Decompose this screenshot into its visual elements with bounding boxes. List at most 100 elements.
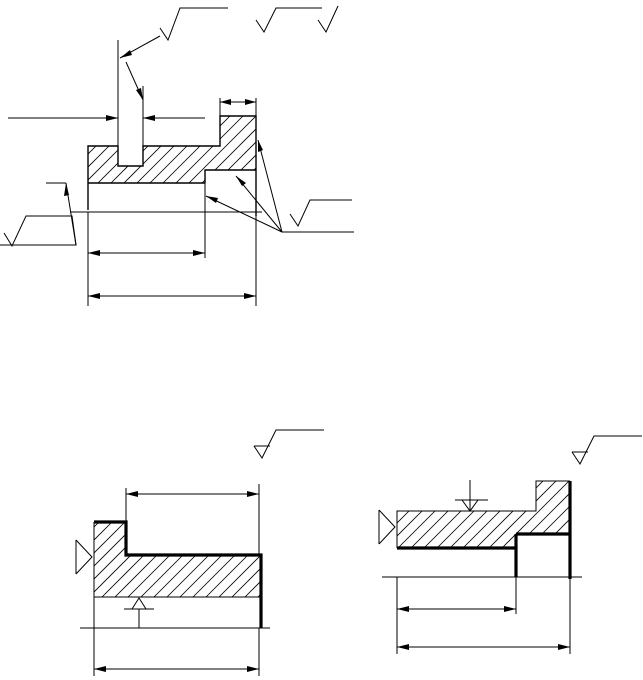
hatch-line xyxy=(88,116,120,183)
hatch-line xyxy=(124,522,208,597)
section-hatching-right xyxy=(397,476,643,552)
hatch-line xyxy=(273,110,353,190)
hatch-line xyxy=(90,116,172,183)
hatch-line xyxy=(137,522,221,597)
machined-bore-right xyxy=(397,546,518,577)
dimension-arrow xyxy=(245,99,256,105)
hatch-line xyxy=(497,481,570,548)
hatch-line xyxy=(142,116,224,183)
hatch-line xyxy=(233,116,256,183)
dimension-arrow xyxy=(88,293,100,299)
hatch-line xyxy=(215,522,261,597)
part-outline-top xyxy=(87,115,257,216)
dimension-arrow xyxy=(143,115,155,121)
hatch-line xyxy=(484,481,562,548)
hatch-line xyxy=(397,481,419,548)
hatch-line xyxy=(268,518,350,600)
dimension-arrow xyxy=(397,606,409,612)
hatch-line xyxy=(320,518,402,600)
surface-roughness-symbol xyxy=(255,7,322,33)
surface-roughness-symbol xyxy=(119,7,228,101)
dimension-arrow xyxy=(88,250,100,256)
hatch-line xyxy=(419,481,497,548)
hatch-line xyxy=(615,476,643,552)
locating-support-symbol xyxy=(75,539,93,575)
hatch-line xyxy=(176,522,260,597)
bore-step-top xyxy=(204,169,256,183)
hatch-line xyxy=(397,481,458,548)
hatch-line xyxy=(397,481,406,548)
locating-support-symbol xyxy=(378,509,396,545)
dimension-arrow xyxy=(106,115,118,121)
surface-roughness-symbol xyxy=(317,5,339,34)
clamping-force-symbol xyxy=(455,480,488,512)
hatch-line xyxy=(406,481,484,548)
hatch-line xyxy=(397,481,471,548)
hatch-line xyxy=(241,522,261,597)
hatch-line xyxy=(98,522,182,597)
setup-right xyxy=(378,435,643,654)
section-hatching-top xyxy=(0,110,418,190)
dimension-arrow xyxy=(126,491,138,497)
surface-roughness-symbol xyxy=(0,182,77,248)
hatch-line xyxy=(628,476,643,552)
hatch-line xyxy=(523,481,570,548)
hatch-line xyxy=(88,116,94,183)
dimension-arrow xyxy=(247,491,259,497)
hatch-line xyxy=(103,116,185,183)
hatch-line xyxy=(576,476,643,552)
hatch-line xyxy=(471,481,549,548)
hatch-line xyxy=(312,110,392,190)
hatch-line xyxy=(254,522,261,597)
dimension-arrow xyxy=(193,250,205,256)
hatch-line xyxy=(307,518,389,600)
hatch-line xyxy=(168,116,250,183)
hatch-line xyxy=(338,110,418,190)
machined-surface-symbol xyxy=(253,429,324,459)
hatch-line xyxy=(286,110,366,190)
hatch-line xyxy=(88,116,146,183)
machined-surfaces-left xyxy=(94,520,263,628)
hatch-line xyxy=(111,522,195,597)
dimension-arrow xyxy=(244,293,256,299)
setup-left xyxy=(8,429,402,676)
hatch-line xyxy=(445,481,523,548)
hatch-line xyxy=(432,481,510,548)
hatch-line xyxy=(88,116,133,183)
hatch-line xyxy=(202,522,261,597)
hatch-line xyxy=(510,481,570,548)
clamping-force-symbol xyxy=(124,597,154,628)
hatch-line xyxy=(299,110,379,190)
part-stepped-bushing xyxy=(0,5,418,306)
hatch-line xyxy=(116,116,198,183)
hatch-line xyxy=(536,481,570,548)
hatch-line xyxy=(150,522,234,597)
dimension-arrow xyxy=(220,99,231,105)
hatch-line xyxy=(589,476,643,552)
hatch-line xyxy=(155,116,237,183)
dimension-arrow xyxy=(397,644,409,650)
hatch-line xyxy=(8,518,90,600)
hatch-line xyxy=(228,522,261,597)
hatch-line xyxy=(94,522,143,597)
hatch-line xyxy=(94,522,117,597)
hatch-line xyxy=(88,116,107,183)
dimension-arrow xyxy=(558,644,570,650)
dimension-arrow xyxy=(504,606,516,612)
hatch-line xyxy=(549,481,570,548)
hatch-line xyxy=(0,110,80,190)
hatch-line xyxy=(562,481,570,548)
hatch-line xyxy=(325,110,405,190)
hatch-line xyxy=(94,522,156,597)
part-outline-right xyxy=(396,480,570,548)
machined-surface-symbol xyxy=(571,435,642,465)
dimension-arrow xyxy=(247,666,259,672)
surface-roughness-symbol xyxy=(205,139,354,233)
hatch-line xyxy=(163,522,247,597)
hatch-line xyxy=(602,476,643,552)
hatch-line xyxy=(260,110,340,190)
hatch-line xyxy=(294,518,376,600)
hatch-line xyxy=(181,116,256,183)
